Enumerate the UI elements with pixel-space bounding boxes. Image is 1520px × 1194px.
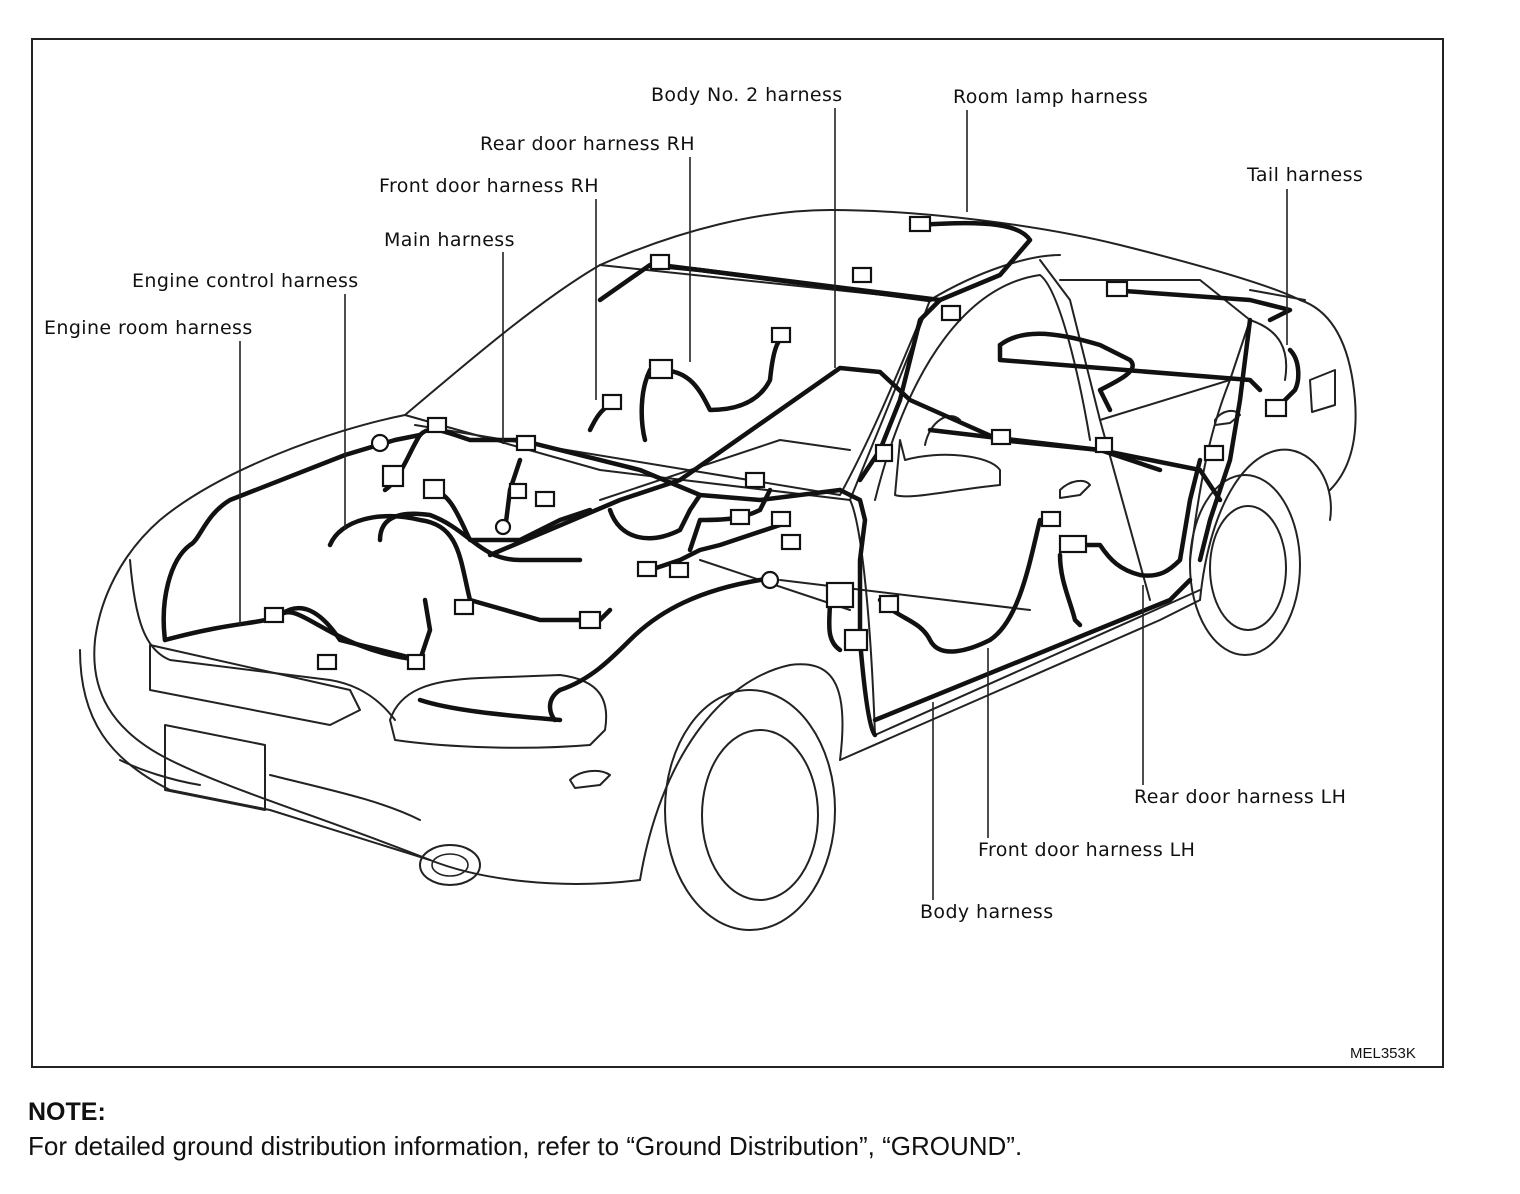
label-front-door-harness-lh: Front door harness LH xyxy=(978,839,1196,861)
label-rear-door-harness-lh: Rear door harness LH xyxy=(1134,786,1347,808)
label-body-no2-harness: Body No. 2 harness xyxy=(651,84,843,106)
connectors xyxy=(263,215,1288,671)
diagram-frame xyxy=(31,38,1444,1068)
note-title: NOTE: xyxy=(28,1098,106,1126)
leader-lines xyxy=(239,108,1288,900)
label-engine-control-harness: Engine control harness xyxy=(132,270,359,292)
label-tail-harness: Tail harness xyxy=(1247,164,1364,186)
label-body-harness: Body harness xyxy=(920,901,1054,923)
label-engine-room-harness: Engine room harness xyxy=(44,317,253,339)
label-room-lamp-harness: Room lamp harness xyxy=(953,86,1149,108)
car-body-outline xyxy=(79,209,1357,931)
label-main-harness: Main harness xyxy=(384,229,515,251)
label-rear-door-harness-rh: Rear door harness RH xyxy=(480,133,695,155)
label-front-door-harness-rh: Front door harness RH xyxy=(379,175,599,197)
figure-code: MEL353K xyxy=(1350,1045,1416,1062)
note-text: For detailed ground distribution informa… xyxy=(28,1131,1023,1161)
